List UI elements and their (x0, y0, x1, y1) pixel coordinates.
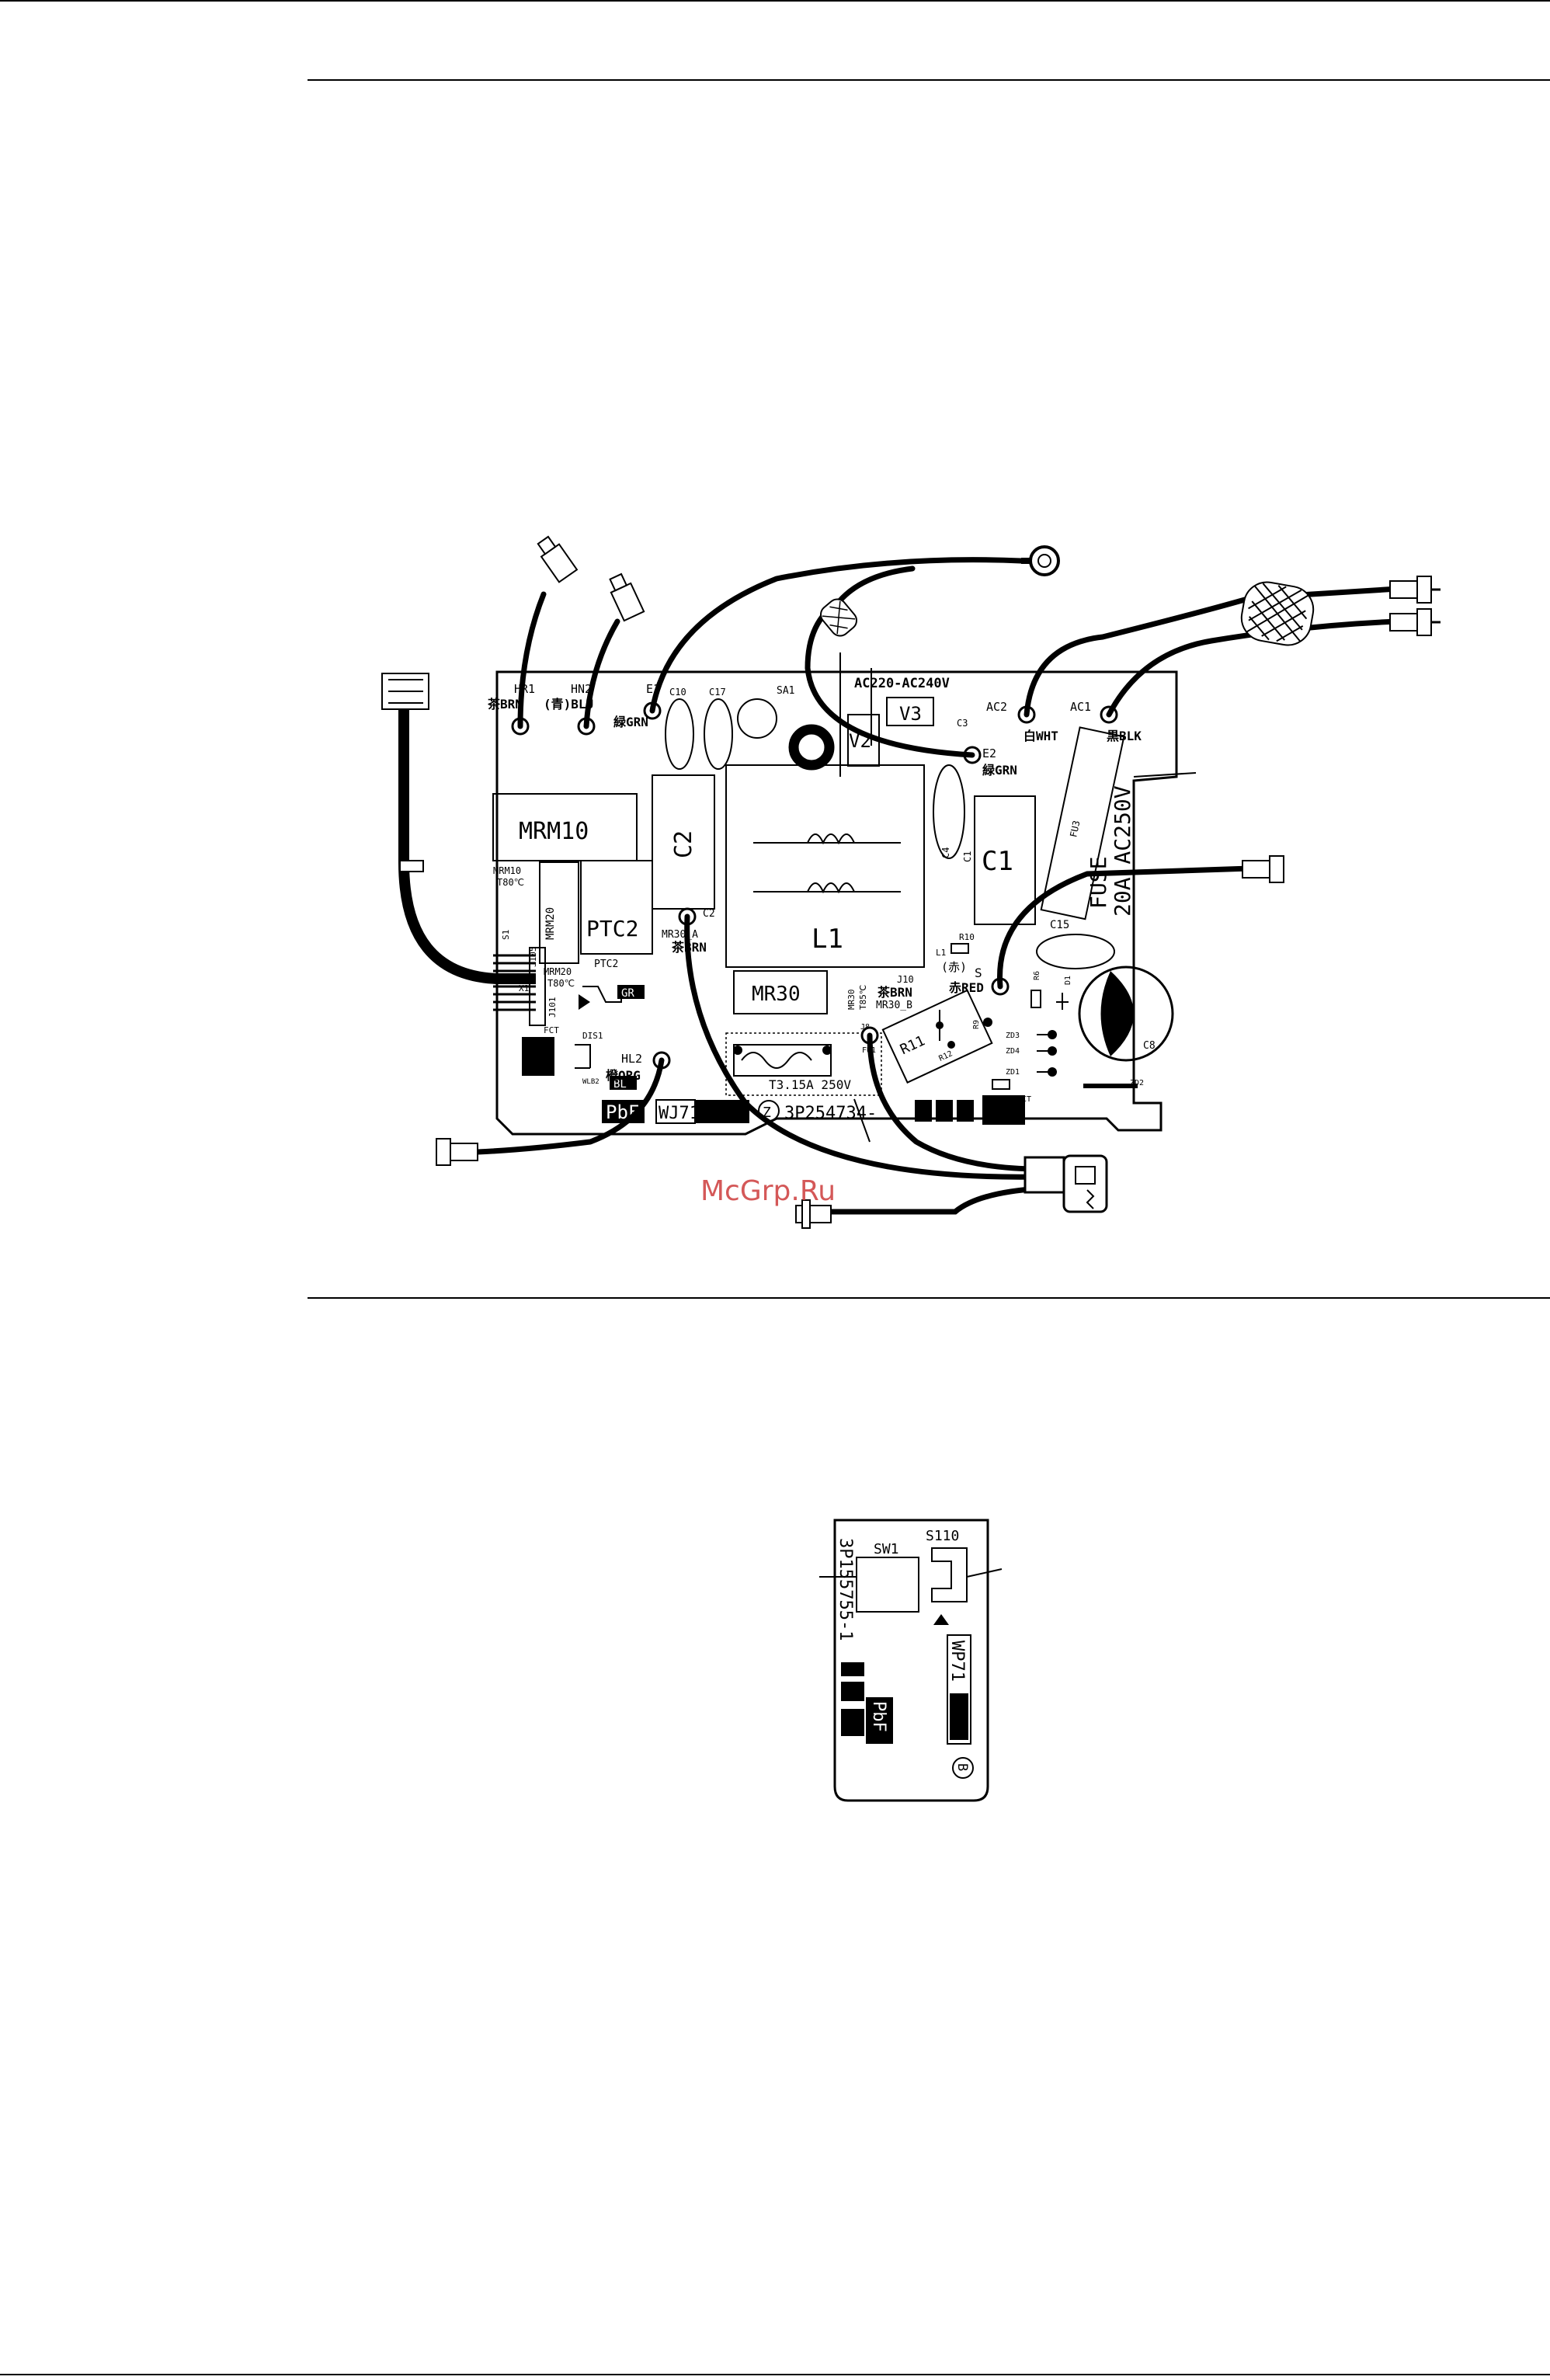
j8-label: J8 (860, 1023, 870, 1032)
j10-label: J10 (897, 974, 914, 985)
small-circle-mark: B (954, 1763, 970, 1771)
c10-label: C10 (669, 687, 686, 698)
mr30-small-label: MR30 (846, 990, 857, 1011)
main-pcb-diagram: MRM10 MRM10 T80℃ MRM20 MRM20 T80℃ PTC2 P… (381, 535, 1441, 1229)
small-pbf-label: PbF (869, 1701, 888, 1732)
hn2-label: HN2 (571, 682, 592, 696)
s110-label: S110 (926, 1528, 959, 1544)
mr30b-wire-color: 茶BRN (877, 985, 912, 1000)
v3-box (886, 697, 934, 726)
ac1-label: AC1 (1070, 700, 1091, 714)
dis1-label: DIS1 (582, 1031, 603, 1041)
mrm20-box (539, 861, 579, 964)
ptc2-sub-label: PTC2 (594, 959, 618, 970)
fu1-dotted-box (725, 1032, 882, 1096)
mrm20-temp-label: T80℃ (547, 978, 575, 989)
hl2-wire-color: 橙ORG (606, 1068, 641, 1083)
sw1-box (856, 1557, 919, 1613)
r10-label: R10 (959, 932, 975, 942)
zd4-label: ZD4 (1006, 1047, 1020, 1056)
small-wp-label: WP71 (947, 1641, 967, 1682)
mrm10-temp-label: T80℃ (497, 877, 524, 888)
ac2-label: AC2 (986, 700, 1007, 714)
gr-label: GR (621, 987, 634, 1000)
sw1-label: SW1 (874, 1541, 899, 1557)
c2-small-label: C2 (703, 908, 715, 920)
c17-label: C17 (709, 687, 726, 698)
v3-label: V3 (899, 703, 922, 725)
mrm20-label: MRM20 (544, 907, 557, 940)
small-part-number: 3P155755-1 (836, 1538, 855, 1641)
part-number-label: 3P254734- (784, 1104, 877, 1123)
fu3-label: FU3 (1068, 819, 1082, 838)
zd3-label: ZD3 (1006, 1032, 1020, 1040)
mr30b-label: MR30_B (876, 1000, 912, 1011)
c4-label: C4 (940, 847, 951, 858)
mrm10-box (492, 793, 638, 861)
mr30-box (733, 970, 828, 1014)
voltage-label: AC220-AC240V (854, 676, 950, 691)
d1-label: D1 (1064, 976, 1072, 985)
c2-label: C2 (670, 830, 697, 858)
c1-label: C1 (982, 846, 1013, 877)
j105-label: J105 (528, 947, 538, 968)
mrm10-label: MRM10 (519, 818, 589, 845)
r6-label: R6 (1033, 971, 1041, 980)
circle-mark-label: Z (763, 1105, 771, 1121)
e2-label: E2 (982, 746, 996, 760)
mr30-label: MR30 (752, 983, 801, 1006)
s-note-label: (赤) (941, 960, 967, 974)
top-border-line (0, 0, 1550, 2)
main-pcb-outline (495, 670, 1178, 1136)
l1-small-label: L1 (936, 948, 946, 958)
mrm20-sub-label: MRM20 (544, 966, 572, 977)
small-pcb-diagram: SW1 S110 3P155755-1 PbF WP71 B (819, 1519, 1003, 1802)
ac2-wire-color: 白WHT (1023, 729, 1058, 743)
j101-label: J101 (547, 997, 558, 1018)
ac1-wire-color: 黒BLK (1107, 729, 1142, 743)
hn2-wire-color: (青)BLU (544, 697, 593, 712)
c1-small-label: C1 (962, 851, 973, 862)
c8-label: C8 (1143, 1040, 1156, 1052)
hl2-label: HL2 (621, 1052, 642, 1066)
e2-wire-color: 緑GRN (982, 763, 1017, 778)
fuse-label-line1: FUSE (1086, 857, 1111, 909)
wj-label: WJ71 (659, 1104, 700, 1123)
bottom-border-line (0, 2374, 1550, 2375)
c15-label: C15 (1050, 919, 1069, 931)
fct-label: FCT (544, 1025, 559, 1035)
zd1-label: ZD1 (1006, 1068, 1020, 1077)
watermark-text: McGrp.Ru (700, 1175, 836, 1207)
s-label: S (975, 966, 982, 980)
s-wire-color: 赤RED (949, 980, 984, 995)
mrm10-sub-label: MRM10 (493, 865, 521, 876)
s1-label: S1 (501, 930, 511, 940)
mr30-temp-label: T85℃ (858, 985, 868, 1010)
wlb2-label: WLB2 (582, 1078, 599, 1086)
ptc2-label: PTC2 (586, 916, 638, 941)
sa1-label: SA1 (777, 685, 794, 697)
r9-label: R9 (972, 1020, 981, 1029)
section-rule-middle (308, 1297, 1550, 1299)
l1-label: L1 (811, 924, 843, 955)
x1-label: X1 (519, 983, 529, 993)
fuse-label-line2: 20A AC250V (1110, 785, 1135, 917)
c3-label: C3 (957, 718, 968, 729)
zd2-label: ZD2 (1130, 1079, 1144, 1087)
e1-wire-color: 緑GRN (613, 715, 648, 729)
hr1-wire-color: 茶BRN (487, 697, 523, 712)
fuse-small-label: T3.15A 250V (769, 1077, 851, 1092)
c1-box (974, 795, 1036, 925)
left-harness (381, 673, 536, 1011)
mr30a-label: MR30_A (662, 929, 698, 941)
bl-label: BL (613, 1078, 627, 1091)
section-rule-top (308, 79, 1550, 81)
